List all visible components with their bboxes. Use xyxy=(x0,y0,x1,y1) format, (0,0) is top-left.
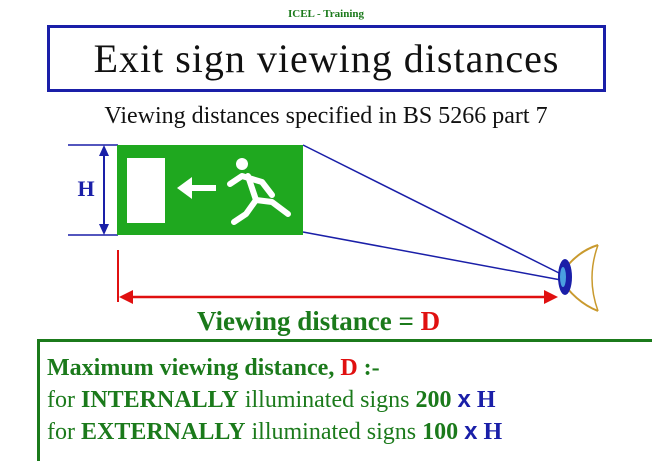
external-factor: 100 xyxy=(422,419,465,445)
external-times: x xyxy=(464,418,478,445)
page-title: Exit sign viewing distances xyxy=(93,36,560,81)
internal-factor: 200 xyxy=(415,387,458,413)
running-man-icon xyxy=(227,158,291,225)
header-label: ICEL - Training xyxy=(287,8,364,20)
external-prefix: for xyxy=(47,419,81,445)
external-rule: for EXTERNALLY illuminated signs 100 x H xyxy=(47,416,652,448)
internal-prefix: for xyxy=(47,387,81,413)
heading-text: Maximum viewing distance, xyxy=(47,355,341,381)
internal-keyword: INTERNALLY xyxy=(80,387,239,413)
arrow-left-icon xyxy=(177,177,216,199)
door-icon xyxy=(127,158,165,223)
eye-icon xyxy=(557,244,599,312)
external-middle: illuminated signs xyxy=(245,419,423,445)
max-distance-heading: Maximum viewing distance, D :- xyxy=(47,352,652,384)
viewing-distance-caption: Viewing distance = D xyxy=(197,306,440,337)
max-distance-box: Maximum viewing distance, D :- for INTER… xyxy=(37,339,652,461)
heading-suffix: :- xyxy=(357,355,380,381)
internal-times: x xyxy=(457,386,471,413)
caption-prefix: Viewing distance = xyxy=(197,306,421,336)
external-keyword: EXTERNALLY xyxy=(80,419,246,445)
title-box: Exit sign viewing distances xyxy=(47,25,606,92)
internal-middle: illuminated signs xyxy=(238,387,416,413)
sight-line-top xyxy=(302,144,562,275)
sight-line-bottom xyxy=(302,231,562,281)
height-dimension xyxy=(68,144,118,236)
internal-rule: for INTERNALLY illuminated signs 200 x H xyxy=(47,384,652,416)
height-label: H xyxy=(77,176,94,201)
external-symbol: H xyxy=(483,419,503,445)
distance-arrow xyxy=(117,250,558,304)
heading-symbol: D xyxy=(340,355,358,381)
internal-symbol: H xyxy=(476,387,496,413)
exit-sign xyxy=(117,145,303,235)
subtitle: Viewing distances specified in BS 5266 p… xyxy=(104,103,548,129)
caption-symbol: D xyxy=(420,306,441,336)
